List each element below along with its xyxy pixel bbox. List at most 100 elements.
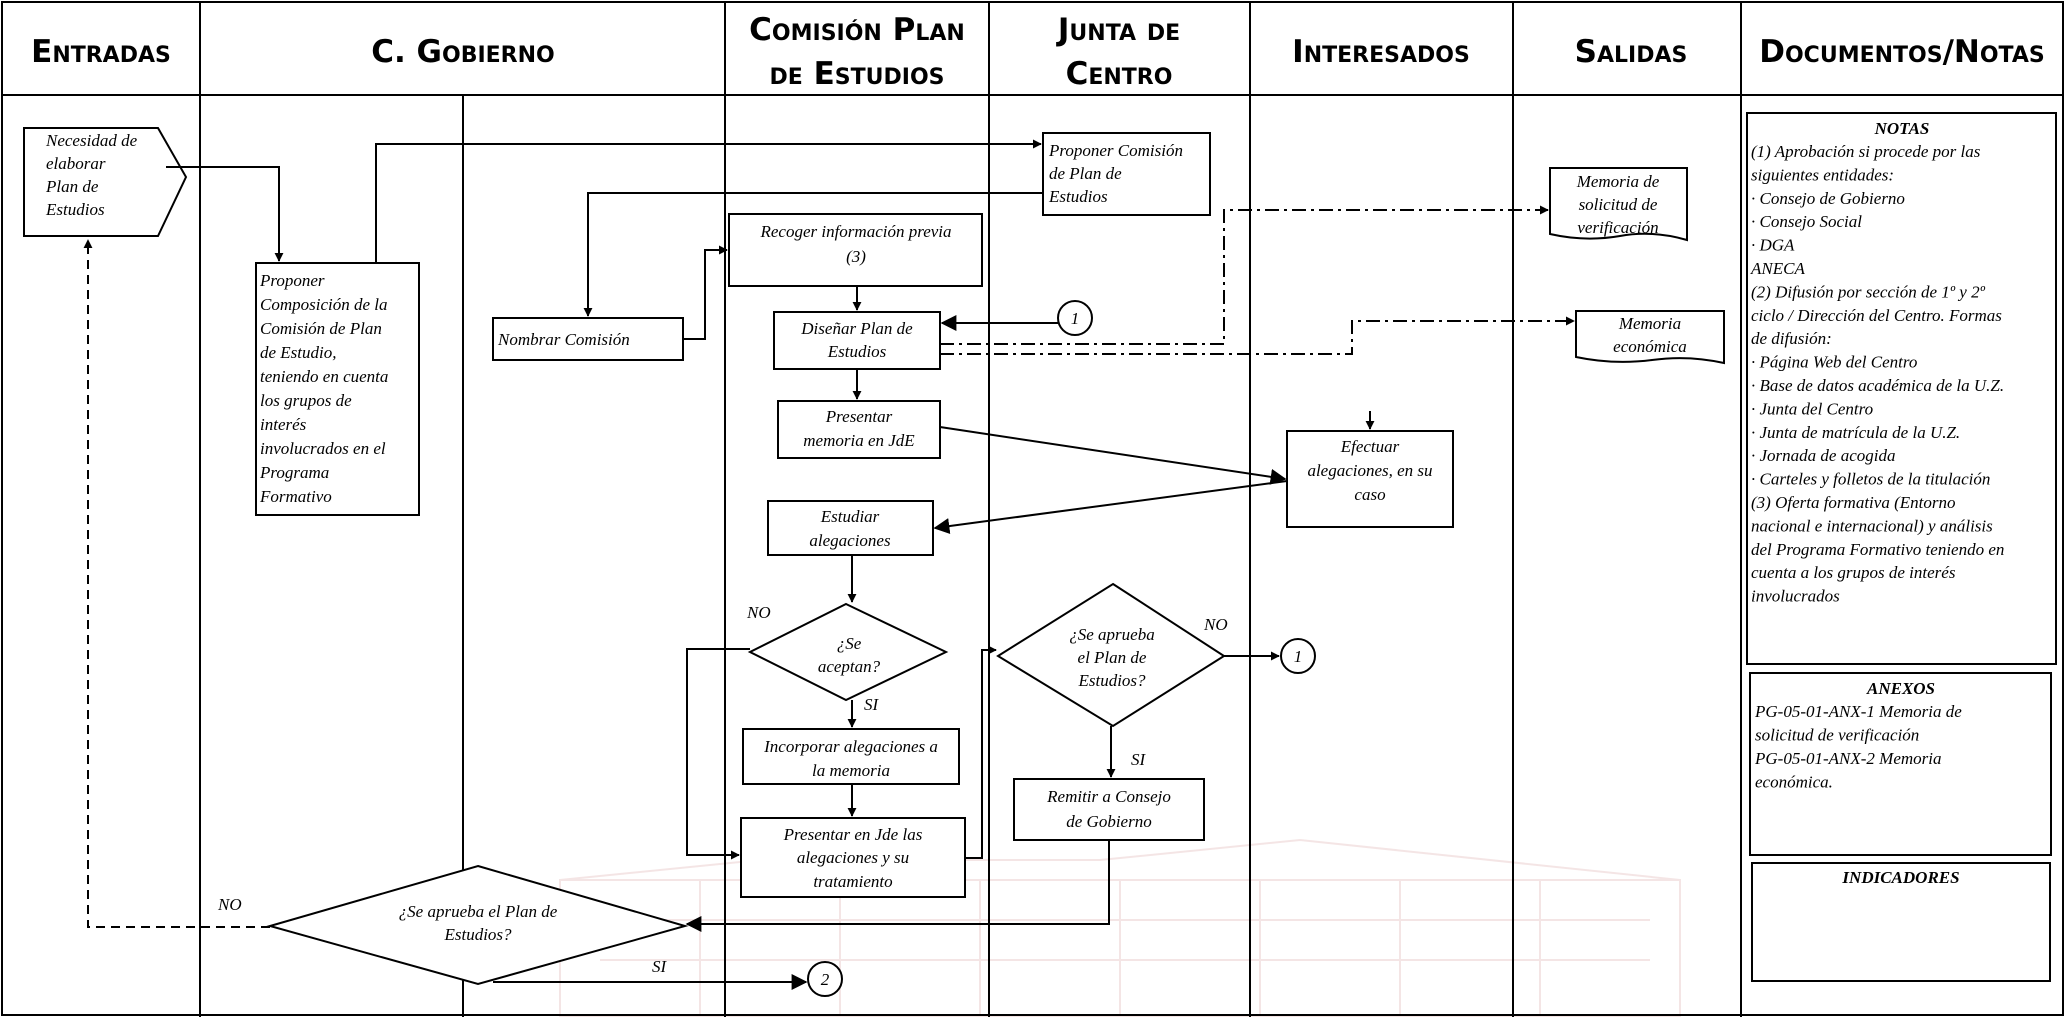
svg-text:Estudios: Estudios xyxy=(1048,187,1108,206)
svg-text:Presentar en Jde las: Presentar en Jde las xyxy=(783,825,923,844)
notes-line: · Jornada de acogida xyxy=(1751,446,1895,465)
notes-line: · Junta del Centro xyxy=(1751,399,1873,418)
propose-commission-text: Proponer Comisión de Plan de Estudios xyxy=(1048,141,1183,206)
notes-line: nacional e internacional) y análisis xyxy=(1751,516,1993,535)
svg-text:de Gobierno: de Gobierno xyxy=(1066,812,1151,831)
annexes-box xyxy=(1749,672,2052,856)
connector-2-label: 2 xyxy=(821,970,830,989)
svg-text:el Plan de: el Plan de xyxy=(1078,648,1147,667)
notes-box xyxy=(1746,112,2057,665)
approve-jc-text: ¿Se aprueba el Plan de Estudios? xyxy=(1069,625,1154,690)
background-watermark xyxy=(559,838,1681,1017)
notes-line: involucrados xyxy=(1751,587,1840,606)
present-jde-text: Presentar en Jde las alegaciones y su tr… xyxy=(783,825,923,891)
arrow-need-to-compose xyxy=(166,166,284,262)
header-c-gobierno: C. Gobierno xyxy=(371,34,555,70)
notes-line: (2) Difusión por sección de 1º y 2º xyxy=(1751,282,1986,301)
svg-text:Proponer Comisión: Proponer Comisión xyxy=(1048,141,1183,160)
name-commission-text: Nombrar Comisión xyxy=(497,330,630,349)
svg-text:Diseñar Plan de: Diseñar Plan de xyxy=(800,319,913,338)
notes-line: ANECA xyxy=(1750,259,1805,278)
name-commission-box xyxy=(492,317,684,361)
notes-line: siguientes entidades: xyxy=(1751,165,1894,184)
svg-text:caso: caso xyxy=(1354,485,1385,504)
gather-info-box xyxy=(728,213,983,287)
arrow-send-to-approve-cg xyxy=(685,840,1110,932)
connector-1-a xyxy=(1057,300,1093,336)
out-economic-document xyxy=(1575,310,1725,365)
arrow-present-to-allegations xyxy=(939,426,1287,485)
header-junta-centro: Junta de xyxy=(1056,12,1180,48)
svg-text:teniendo en cuenta: teniendo en cuenta xyxy=(260,367,388,386)
arrow-name-to-gather xyxy=(683,245,728,340)
make-allegations-text: Efectuar alegaciones, en su caso xyxy=(1307,437,1432,504)
accept-decision-text: ¿Se aceptan? xyxy=(818,634,881,676)
svg-text:Presentar: Presentar xyxy=(825,407,893,426)
gather-info-text: Recoger información previa (3) xyxy=(759,222,951,266)
header-entradas: Entradas xyxy=(31,34,171,70)
arrow-commission-to-name xyxy=(583,192,1043,317)
svg-text:solicitud de: solicitud de xyxy=(1579,195,1658,214)
input-need-text: Necesidad de elaborar Plan de Estudios xyxy=(45,131,138,219)
approve-cg-diamond xyxy=(266,864,689,986)
svg-text:Efectuar: Efectuar xyxy=(1340,437,1400,456)
svg-text:Remitir a Consejo: Remitir a Consejo xyxy=(1046,787,1171,806)
svg-text:¿Se: ¿Se xyxy=(837,634,862,653)
svg-text:Incorporar alegaciones a: Incorporar alegaciones a xyxy=(763,737,938,756)
label-no-cg: NO xyxy=(217,895,242,914)
svg-text:¿Se aprueba el Plan de: ¿Se aprueba el Plan de xyxy=(399,902,558,921)
indicators-box xyxy=(1751,862,2051,982)
svg-text:(3): (3) xyxy=(846,247,866,266)
arrow-design-to-verification xyxy=(940,205,1549,345)
present-memory-text: Presentar memoria en JdE xyxy=(803,407,915,450)
svg-text:Plan de: Plan de xyxy=(45,177,99,196)
arrow-accept-no xyxy=(686,648,750,860)
svg-text:interés: interés xyxy=(260,415,307,434)
svg-text:tratamiento: tratamiento xyxy=(813,872,892,891)
study-allegations-text: Estudiar alegaciones xyxy=(809,507,891,550)
notes-title: NOTAS xyxy=(1874,119,1930,138)
svg-text:económica: económica xyxy=(1613,337,1687,356)
send-cg-text: Remitir a Consejo de Gobierno xyxy=(1046,787,1171,831)
svg-text:alegaciones y su: alegaciones y su xyxy=(797,848,909,867)
notes-line: · Carteles y folletos de la titulación xyxy=(1751,470,1990,489)
svg-text:elaborar: elaborar xyxy=(46,154,106,173)
notes-line: · Junta de matrícula de la U.Z. xyxy=(1751,423,1960,442)
arrow-present-to-approve-jc xyxy=(965,645,997,859)
svg-text:involucrados en el: involucrados en el xyxy=(260,439,386,458)
accept-decision-diamond xyxy=(747,602,949,702)
propose-composition-text: Proponer Composición de la Comisión de P… xyxy=(259,271,388,506)
notes-line: · DGA xyxy=(1751,236,1795,255)
header-comision-plan-line2: de Estudios xyxy=(770,56,945,92)
arrow-design-to-economic xyxy=(940,316,1575,355)
svg-text:Estudiar: Estudiar xyxy=(820,507,880,526)
label-no-accept: NO xyxy=(746,603,771,622)
header-documentos-notas: Documentos/Notas xyxy=(1759,34,2044,70)
svg-text:verificación: verificación xyxy=(1577,218,1658,237)
notes-line: del Programa Formativo teniendo en xyxy=(1751,540,2004,559)
svg-text:aceptan?: aceptan? xyxy=(818,657,881,676)
connector-1-b xyxy=(1280,638,1316,674)
svg-text:Recoger información previa: Recoger información previa xyxy=(759,222,951,241)
connector-1-a-label: 1 xyxy=(1071,309,1080,328)
notes-line: cuenta a los grupos de interés xyxy=(1751,563,1956,582)
study-allegations-box xyxy=(767,500,934,556)
incorporate-box xyxy=(742,728,960,785)
notes-line: · Consejo de Gobierno xyxy=(1751,189,1905,208)
column-headers: Entradas C. Gobierno Comisión Plan de Es… xyxy=(31,12,2045,92)
notes-line: de difusión: xyxy=(1751,329,1832,348)
svg-text:memoria en JdE: memoria en JdE xyxy=(803,431,915,450)
notes-line: · Base de datos académica de la U.Z. xyxy=(1751,376,2004,395)
arrow-allegations-to-study xyxy=(933,480,1288,535)
notes-line: (1) Aprobación si procede por las xyxy=(1751,142,1981,161)
annex-line: económica. xyxy=(1755,773,1833,792)
svg-text:de Plan de: de Plan de xyxy=(1049,164,1122,183)
notes-lines: (1) Aprobación si procede por las siguien… xyxy=(1750,142,2004,606)
propose-composition-box xyxy=(255,262,420,516)
out-verification-text: Memoria de solicitud de verificación xyxy=(1576,172,1660,237)
approve-jc-diamond xyxy=(996,582,1226,728)
out-verification-document xyxy=(1549,167,1688,242)
